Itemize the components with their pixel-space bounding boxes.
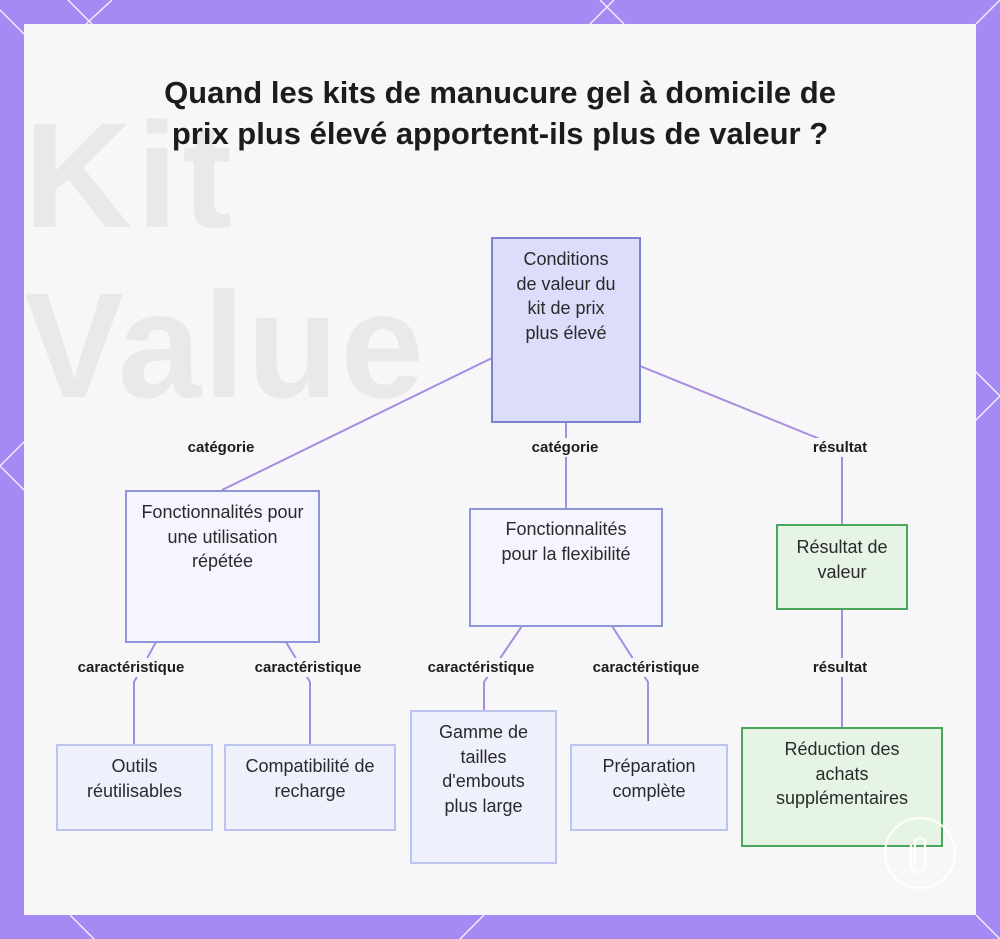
node-fewer-purchases-label: Réduction des achats supplémentaires [775,739,909,808]
edge-repeated-tools [133,641,157,744]
edge-repeated-refill [285,641,311,744]
edge-label-caracteristique-4: caractéristique [590,658,702,677]
node-value-result-label: Résultat de valeur [796,537,888,582]
background-watermark-kit: Kit [24,91,236,259]
edge-root-repeated [221,357,493,491]
node-full-preparation-label: Préparation complète [602,756,696,801]
node-full-preparation: Préparation complète [570,744,728,831]
edge-label-resultat-top: résultat [810,438,870,457]
badge [884,817,956,889]
node-refill-compatibility-label: Compatibilité de recharge [245,756,375,801]
edge-label-caracteristique-2: caractéristique [252,658,364,677]
node-value-result: Résultat de valeur [776,524,908,610]
node-flexibility: Fonctionnalités pour la flexibilité [469,508,663,627]
node-root: Conditions de valeur du kit de prix plus… [491,237,641,423]
node-refill-compatibility: Compatibilité de recharge [224,744,396,831]
node-reusable-tools-label: Outils réutilisables [86,756,183,801]
node-tip-sizes-label: Gamme de tailles d'embouts plus large [438,722,529,816]
node-root-label: Conditions de valeur du kit de prix plus… [516,249,616,343]
paperclip-icon [909,836,927,873]
edge-label-categorie-center: catégorie [529,438,601,457]
edge-label-caracteristique-1: caractéristique [75,658,187,677]
node-repeated-use: Fonctionnalités pour une utilisation rép… [125,490,320,643]
edge-label-categorie-left: catégorie [185,438,257,457]
node-tip-sizes: Gamme de tailles d'embouts plus large [410,710,557,864]
node-reusable-tools: Outils réutilisables [56,744,213,831]
background-watermark-value: Value [24,261,426,429]
edge-label-caracteristique-3: caractéristique [425,658,537,677]
node-repeated-use-label: Fonctionnalités pour une utilisation rép… [141,502,304,571]
edge-label-resultat-bottom: résultat [810,658,870,677]
edge-flex-prep [611,625,649,744]
edge-flex-tips [483,625,523,710]
node-flexibility-label: Fonctionnalités pour la flexibilité [501,519,631,564]
diagram-title: Quand les kits de manucure gel à domicil… [164,75,836,151]
